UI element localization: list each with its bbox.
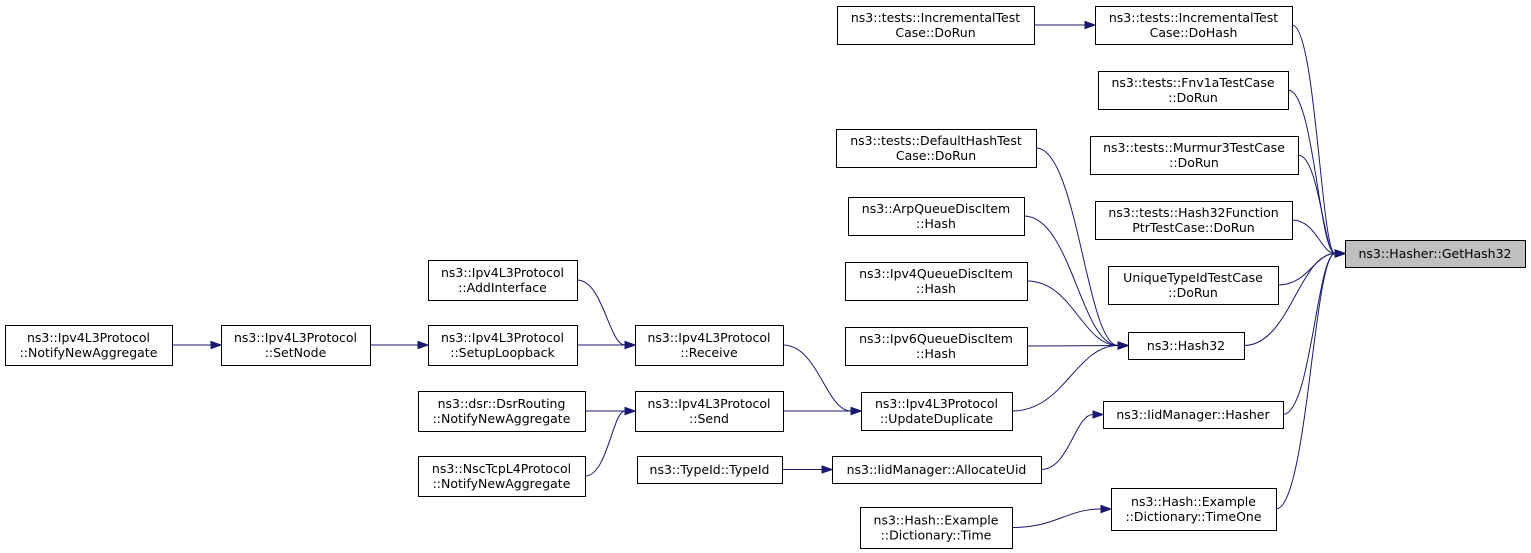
edge-timeone-to-gethash32 xyxy=(1275,249,1347,510)
edge-send-to-updatedup xyxy=(782,406,863,416)
node-fnv1a-dorun-label: ns3::tests::Fnv1aTestCase::DoRun xyxy=(1111,75,1274,105)
node-hash32[interactable]: ns3::Hash32 xyxy=(1128,332,1245,360)
node-nsctcp-notifynewaggregate[interactable]: ns3::NscTcpL4Protocol::NotifyNewAggregat… xyxy=(418,456,586,497)
edge-addinterface-to-receive xyxy=(576,279,637,350)
arrowhead xyxy=(850,406,863,416)
node-ipv4l3-notifynewaggregate[interactable]: ns3::Ipv4L3Protocol::NotifyNewAggregate xyxy=(5,325,173,366)
edge-notifynewagg-to-setnode xyxy=(171,340,223,350)
node-dictionary-time[interactable]: ns3::Hash::Example::Dictionary::Time xyxy=(860,507,1013,549)
edge-inc_dohash-to-gethash32 xyxy=(1291,24,1347,258)
node-fnv1a-dorun[interactable]: ns3::tests::Fnv1aTestCase::DoRun xyxy=(1098,71,1289,110)
node-ipv4l3-addinterface-label: ns3::Ipv4L3Protocol::AddInterface xyxy=(441,265,564,295)
node-uniquetypeid-dorun[interactable]: UniqueTypeIdTestCase::DoRun xyxy=(1108,266,1279,305)
arrowhead xyxy=(1092,410,1105,419)
node-iidmanager-hasher-label: ns3::IidManager::Hasher xyxy=(1116,407,1270,422)
arrowhead xyxy=(210,340,223,350)
node-ipv4l3-setnode-label: ns3::Ipv4L3Protocol::SetNode xyxy=(234,330,357,360)
edge-allocuid-to-iidhasher xyxy=(1040,410,1105,470)
node-ipv4queuediscitem-hash[interactable]: ns3::Ipv4QueueDiscItem::Hash xyxy=(845,262,1028,301)
node-ipv4l3-setnode[interactable]: ns3::Ipv4L3Protocol::SetNode xyxy=(221,325,371,366)
arrowhead xyxy=(417,340,430,350)
node-nsctcp-notifynewaggregate-label: ns3::NscTcpL4Protocol::NotifyNewAggregat… xyxy=(432,461,571,491)
arrowhead xyxy=(1100,504,1113,514)
node-dictionary-time-label: ns3::Hash::Example::Dictionary::Time xyxy=(874,513,999,543)
node-iidmanager-allocateuid[interactable]: ns3::IidManager::AllocateUid xyxy=(832,456,1042,484)
node-ipv4l3-updateduplicate[interactable]: ns3::Ipv4L3Protocol::UpdateDuplicate xyxy=(861,392,1013,431)
edge-setuploopback-to-receive xyxy=(576,340,637,350)
node-ipv4l3-receive[interactable]: ns3::Ipv4L3Protocol::Receive xyxy=(635,325,784,366)
node-ipv6queuediscitem-hash[interactable]: ns3::Ipv6QueueDiscItem::Hash xyxy=(845,327,1028,366)
edge-time-to-timeone xyxy=(1011,504,1113,528)
node-ipv4l3-send[interactable]: ns3::Ipv4L3Protocol::Send xyxy=(635,391,784,432)
node-ipv6queuediscitem-hash-label: ns3::Ipv6QueueDiscItem::Hash xyxy=(859,331,1013,361)
node-murmur3-dorun[interactable]: ns3::tests::Murmur3TestCase::DoRun xyxy=(1090,136,1299,175)
edge-inc_dorun-to-inc_dohash xyxy=(1034,20,1097,30)
node-ipv4l3-receive-label: ns3::Ipv4L3Protocol::Receive xyxy=(647,330,770,360)
node-ipv4l3-addinterface[interactable]: ns3::Ipv4L3Protocol::AddInterface xyxy=(428,260,578,301)
node-hasher-gethash32[interactable]: ns3::Hasher::GetHash32 xyxy=(1345,240,1526,268)
edges-layer xyxy=(171,20,1347,528)
node-ipv4l3-notifynewaggregate-label: ns3::Ipv4L3Protocol::NotifyNewAggregate xyxy=(20,330,158,360)
arrowhead xyxy=(624,340,637,350)
node-ipv4queuediscitem-hash-label: ns3::Ipv4QueueDiscItem::Hash xyxy=(859,266,1013,296)
node-ipv4l3-setuploopback[interactable]: ns3::Ipv4L3Protocol::SetupLoopback xyxy=(428,325,578,366)
arrowhead xyxy=(1117,341,1130,350)
arrowhead xyxy=(1084,20,1097,30)
node-ipv4l3-send-label: ns3::Ipv4L3Protocol::Send xyxy=(647,396,770,426)
arrowhead xyxy=(821,465,834,474)
edge-murmur3-to-gethash32 xyxy=(1297,154,1347,258)
node-dictionary-timeone-label: ns3::Hash::Example::Dictionary::TimeOne xyxy=(1125,494,1261,524)
edge-defaulthash-to-hash32 xyxy=(1035,147,1130,350)
edge-nsctcp-to-send xyxy=(584,406,637,477)
node-dsrrouting-notifynewaggregate-label: ns3::dsr::DsrRouting::NotifyNewAggregate xyxy=(433,396,571,426)
node-arpqueuediscitem-hash-label: ns3::ArpQueueDiscItem::Hash xyxy=(862,201,1010,231)
node-hasher-gethash32-label: ns3::Hasher::GetHash32 xyxy=(1358,246,1511,261)
arrowhead xyxy=(1334,249,1347,258)
arrowhead xyxy=(624,406,637,416)
node-hash32-label: ns3::Hash32 xyxy=(1147,338,1225,353)
node-murmur3-dorun-label: ns3::tests::Murmur3TestCase::DoRun xyxy=(1103,140,1285,170)
node-iidmanager-hasher[interactable]: ns3::IidManager::Hasher xyxy=(1103,401,1284,429)
edge-iidhasher-to-gethash32 xyxy=(1282,249,1347,415)
node-dsrrouting-notifynewaggregate[interactable]: ns3::dsr::DsrRouting::NotifyNewAggregate xyxy=(418,391,586,432)
node-typeid-typeid[interactable]: ns3::TypeId::TypeId xyxy=(637,456,783,484)
node-iidmanager-allocateuid-label: ns3::IidManager::AllocateUid xyxy=(847,462,1027,477)
edge-setnode-to-setuploopback xyxy=(369,340,430,350)
node-ipv4l3-setuploopback-label: ns3::Ipv4L3Protocol::SetupLoopback xyxy=(441,330,564,360)
edge-typeid-to-allocuid xyxy=(782,465,834,474)
node-arpqueuediscitem-hash[interactable]: ns3::ArpQueueDiscItem::Hash xyxy=(848,197,1025,236)
node-ipv4l3-updateduplicate-label: ns3::Ipv4L3Protocol::UpdateDuplicate xyxy=(875,396,998,426)
node-typeid-typeid-label: ns3::TypeId::TypeId xyxy=(650,462,770,477)
node-dictionary-timeone[interactable]: ns3::Hash::Example::Dictionary::TimeOne xyxy=(1111,488,1277,531)
edge-updatedup-to-hash32 xyxy=(1011,341,1130,412)
node-uniquetypeid-dorun-label: UniqueTypeIdTestCase::DoRun xyxy=(1123,270,1263,300)
